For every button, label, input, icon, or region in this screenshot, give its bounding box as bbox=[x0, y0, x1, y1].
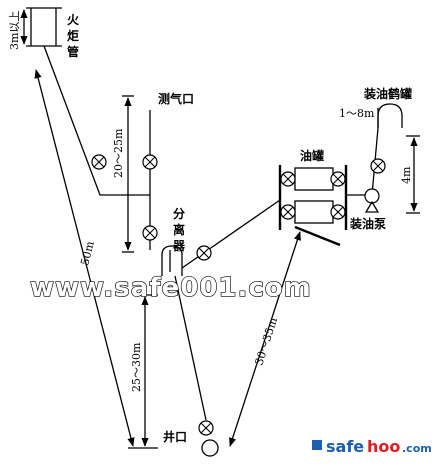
flare-stack-label-3: 管 bbox=[67, 44, 79, 59]
crane-height-dimension: 4m bbox=[400, 135, 420, 214]
wellhead-label: 井口 bbox=[163, 429, 187, 444]
crane-valve bbox=[370, 158, 386, 174]
watermark-main: www.safe001.com bbox=[30, 273, 312, 303]
flare-stack bbox=[26, 7, 62, 47]
separator-label-3: 器 bbox=[172, 239, 186, 253]
pump-line bbox=[346, 108, 379, 196]
crane-tube bbox=[377, 103, 403, 128]
separator-label-1: 分 bbox=[173, 206, 185, 221]
wellhead-valve bbox=[198, 420, 214, 436]
crane-reach-label: 1～8m bbox=[339, 107, 375, 120]
flare-stack-label-2: 炬 bbox=[67, 29, 79, 43]
tank-valve-4 bbox=[330, 204, 346, 220]
separator-distance-dimension: 25～30m bbox=[128, 294, 158, 449]
watermark-logo-part1: safe bbox=[326, 437, 364, 456]
tank-distance-label: 30～35m bbox=[252, 315, 280, 367]
tank-distance-dimension: 30～35m bbox=[229, 231, 301, 447]
flare-distance-dimension: 50m bbox=[34, 69, 135, 447]
watermark-logo: safe hoo .com bbox=[312, 437, 432, 456]
crane-tube-label: 装油鹤罐 bbox=[363, 86, 412, 101]
separator-to-tank-line bbox=[181, 199, 281, 269]
oil-pump bbox=[364, 188, 380, 213]
tank-valve-3 bbox=[280, 204, 296, 220]
gas-pipe-dimension: 20～25m bbox=[112, 95, 134, 253]
watermark-logo-part2: hoo bbox=[367, 437, 400, 456]
separator-top-valve bbox=[142, 225, 158, 241]
wellhead-to-separator-line bbox=[174, 275, 207, 421]
gas-pipe-label: 20～25m bbox=[112, 128, 125, 178]
flare-height-label: 3m以上 bbox=[8, 11, 21, 50]
tank-valve-1 bbox=[280, 171, 296, 187]
gas-port-valve bbox=[142, 154, 158, 170]
flare-line bbox=[43, 45, 150, 196]
separator-oil-valve bbox=[196, 245, 212, 261]
watermark-logo-part3: .com bbox=[402, 442, 432, 455]
flare-height-dimension: 3m以上 bbox=[8, 9, 28, 50]
flare-valve bbox=[91, 154, 107, 170]
pump-label: 装油泵 bbox=[349, 216, 386, 231]
tank-valve-2 bbox=[330, 171, 346, 187]
wellhead bbox=[201, 439, 219, 457]
oil-tank-label: 油罐 bbox=[300, 148, 324, 163]
flare-distance-label: 50m bbox=[78, 239, 97, 266]
separator-vessel bbox=[161, 245, 183, 276]
separator-distance-label: 25～30m bbox=[130, 342, 143, 392]
flare-stack-label-1: 火 bbox=[67, 13, 80, 27]
gas-port-label: 测气口 bbox=[158, 91, 194, 106]
separator-label-2: 离 bbox=[173, 222, 185, 237]
crane-height-label: 4m bbox=[400, 166, 413, 184]
